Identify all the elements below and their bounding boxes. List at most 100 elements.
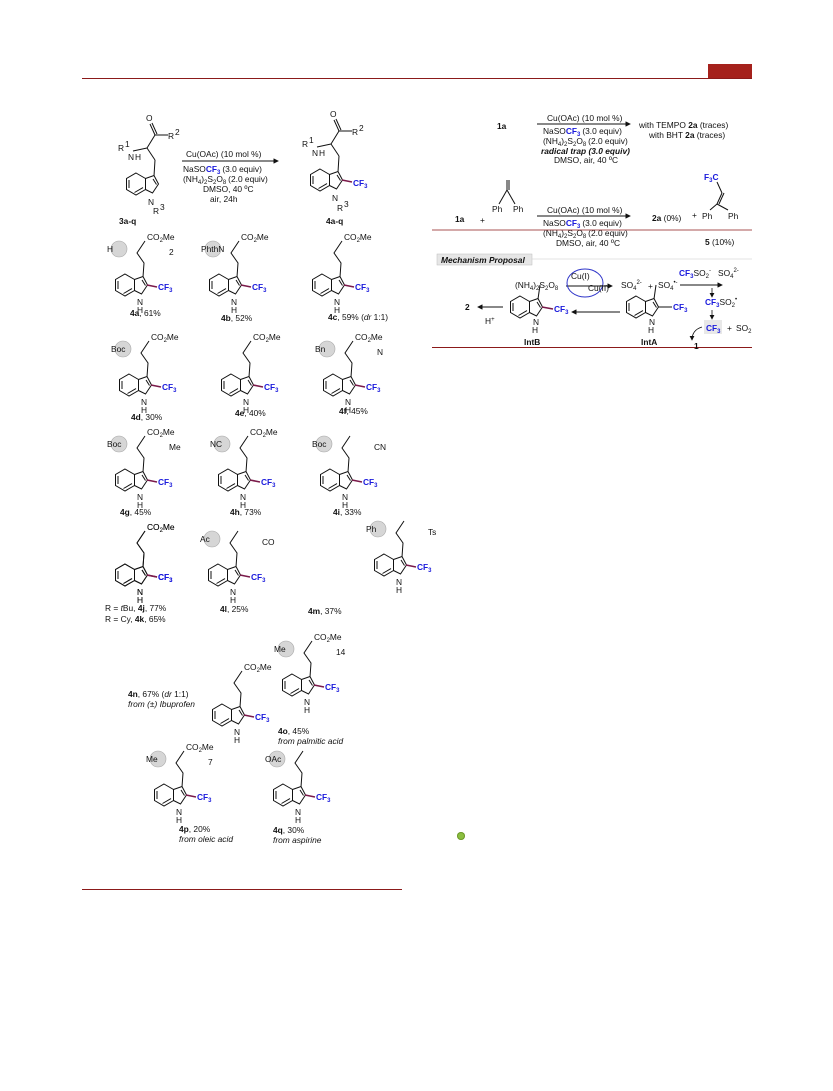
ester-label: CO2Me [147, 522, 175, 534]
indole-core [209, 273, 242, 297]
sm-nh: N [128, 152, 134, 162]
cf3-bond [354, 384, 366, 388]
svg-text:1: 1 [309, 135, 314, 145]
svg-text:Cu(OAc) (10 mol %): Cu(OAc) (10 mol %) [547, 205, 623, 215]
svg-text:F3C: F3C [704, 172, 719, 184]
cf3-bond [351, 479, 363, 483]
svg-text:(NH4)2S2O8: (NH4)2S2O8 [515, 280, 559, 292]
cf3-label: CF3 [252, 282, 267, 294]
substituent-label: Me [274, 644, 286, 654]
indole-nh: N [137, 297, 143, 307]
sm-r3: R [153, 206, 159, 216]
indole-nh: N [295, 807, 301, 817]
svg-text:3: 3 [344, 199, 349, 209]
cf3-label: CF3 [255, 712, 270, 724]
sm-label: 3a-q [119, 216, 136, 226]
cf3-label: CF3 [363, 477, 378, 489]
cf3-label: CF3 [261, 477, 276, 489]
indole-nh: N [137, 492, 143, 502]
svg-text:Ph: Ph [728, 211, 739, 221]
highlight-circle [110, 240, 128, 258]
product-caption: 4l, 25% [220, 604, 249, 614]
product-source: from palmitic acid [278, 736, 343, 746]
svg-text:N: N [332, 193, 338, 203]
ester-label: CO2Me [344, 232, 372, 244]
substituent-label-2: CN [374, 442, 386, 452]
scheme-bottom-rule [82, 889, 402, 890]
indole-nh: N [137, 587, 143, 597]
inta-label: IntA [641, 337, 657, 347]
svg-text:Ph: Ph [513, 204, 524, 214]
side-chain [140, 340, 150, 378]
indole-h: H [141, 405, 147, 415]
indole-nh: N [231, 297, 237, 307]
substituent-label: Bn [315, 344, 326, 354]
svg-text:2: 2 [359, 123, 364, 133]
sm-r3-sup: 3 [160, 202, 165, 212]
substituent-label: PhthN [201, 244, 224, 254]
ester-label: CO2Me [147, 232, 175, 244]
indole-core [312, 273, 345, 297]
product-source: from oleic acid [179, 834, 233, 844]
ester-label: CO2Me [151, 332, 179, 344]
cf3-label: CF3 [417, 562, 432, 574]
svg-text:R: R [337, 203, 343, 213]
indole-h: H [334, 305, 340, 315]
highlight-circle [110, 435, 128, 453]
product-caption: 4f, 45% [339, 406, 368, 416]
svg-text:(NH4)2S2O8(2.0 equiv): (NH4)2S2O8(2.0 equiv) [183, 174, 268, 186]
cf3-bond [185, 794, 197, 798]
indole-nh: N [243, 397, 249, 407]
sm-carbonyl-o: O [146, 113, 153, 123]
product-caption: 4n, 67% (dr 1:1) [128, 689, 189, 699]
substituent-label: OAc [265, 754, 281, 764]
svg-text:H: H [648, 325, 654, 335]
highlight-circle [268, 750, 286, 768]
intb-label: IntB [524, 337, 540, 347]
sm-r2: R [168, 131, 174, 141]
cf3-label: CF3 [366, 382, 381, 394]
substituent-label: Me [146, 754, 158, 764]
page-tab-marker [708, 64, 752, 78]
svg-text:CF3: CF3 [673, 302, 688, 314]
indole-core [323, 373, 356, 397]
side-chain [242, 340, 252, 378]
indole-core [374, 553, 407, 577]
svg-text:CF3SO2•: CF3SO2• [705, 297, 737, 309]
side-chain [230, 240, 240, 278]
cf3-label: CF3 [158, 572, 173, 584]
cond-line-5: air, 24h [210, 194, 238, 204]
ester-label: CO2Me [241, 232, 269, 244]
substituent-label: Boc [111, 344, 125, 354]
indole-nh: N [334, 297, 340, 307]
indole-h: H [295, 815, 301, 825]
side-chain [136, 530, 146, 568]
svg-text:with TEMPO 2a (traces): with TEMPO 2a (traces) [638, 120, 728, 130]
ester-label: CO2Me [314, 632, 342, 644]
indole-core [218, 468, 251, 492]
svg-text:Cu(OAc) (10 mol %): Cu(OAc) (10 mol %) [547, 113, 623, 123]
side-chain [294, 750, 304, 788]
highlight-circle [213, 435, 231, 453]
highlight-circle [149, 750, 167, 768]
cond-line-4: DMSO, 40 ºC [203, 184, 254, 194]
indole-nh: N [176, 807, 182, 817]
indole-h: H [240, 500, 246, 510]
side-chain [175, 750, 185, 788]
ester-label: CO2Me [244, 662, 272, 674]
product-caption: 4a, 61% [130, 308, 161, 318]
ester-label: CO2Me [147, 427, 175, 439]
indole-core [208, 563, 241, 587]
substituent-label-2: 7 [208, 757, 213, 767]
substituent-label-2: CO [262, 537, 275, 547]
side-chain [136, 240, 146, 278]
cf3-bond [239, 574, 251, 578]
